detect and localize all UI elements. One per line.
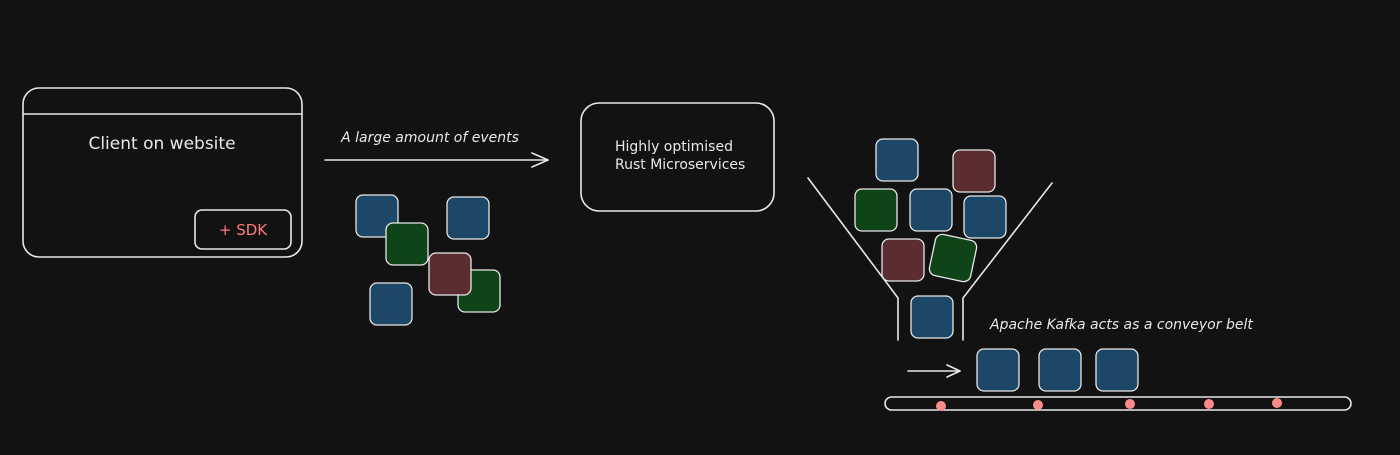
kafka-label: Apache Kafka acts as a conveyor belt (989, 317, 1253, 333)
event-block-green (385, 222, 429, 266)
event-block-blue (369, 282, 413, 326)
scattered-events (355, 194, 501, 326)
sdk-badge-frame (194, 209, 292, 250)
belt-roller-dot (1125, 399, 1135, 409)
event-block-green (928, 233, 978, 283)
microservices-line2: Rust Microservices (615, 157, 745, 173)
funnel-left-wall (807, 177, 899, 341)
event-block-blue (910, 295, 954, 339)
belt-roller-dot (936, 401, 946, 411)
belt-roller-dot (1272, 398, 1282, 408)
kafka-conveyor: Apache Kafka acts as a conveyor belt (884, 317, 1352, 411)
client-title: Client on website (88, 134, 235, 154)
funnel (807, 177, 1053, 341)
conveyor-belt (884, 396, 1352, 411)
event-block-blue (909, 188, 953, 232)
belt-roller-dot (1033, 400, 1043, 410)
microservices-box-frame (580, 102, 775, 212)
event-block-blue (875, 138, 919, 182)
belt-direction-arrow-head (946, 364, 961, 378)
funnel-events (854, 138, 1007, 339)
event-block-blue (446, 196, 490, 240)
sdk-badge: + SDK (194, 209, 292, 250)
microservices-line1: Highly optimised (615, 139, 733, 155)
event-block-blue (976, 348, 1020, 392)
event-block-blue (1038, 348, 1082, 392)
events-arrow-label: A large amount of events (340, 130, 519, 146)
event-block-red (952, 149, 996, 193)
event-block-red (428, 252, 472, 296)
event-block-red (881, 238, 925, 282)
microservices-box: Highly optimised Rust Microservices (580, 102, 775, 212)
events-arrow-head (531, 152, 549, 168)
event-block-blue (1095, 348, 1139, 392)
client-window-frame (22, 87, 303, 258)
event-block-green (854, 188, 898, 232)
sdk-label: + SDK (219, 221, 268, 239)
funnel-right-wall (962, 182, 1053, 341)
events-arrow: A large amount of events (324, 130, 549, 168)
event-block-blue (963, 195, 1007, 239)
client-window: Client on website + SDK (22, 87, 303, 258)
belt-roller-dot (1204, 399, 1214, 409)
